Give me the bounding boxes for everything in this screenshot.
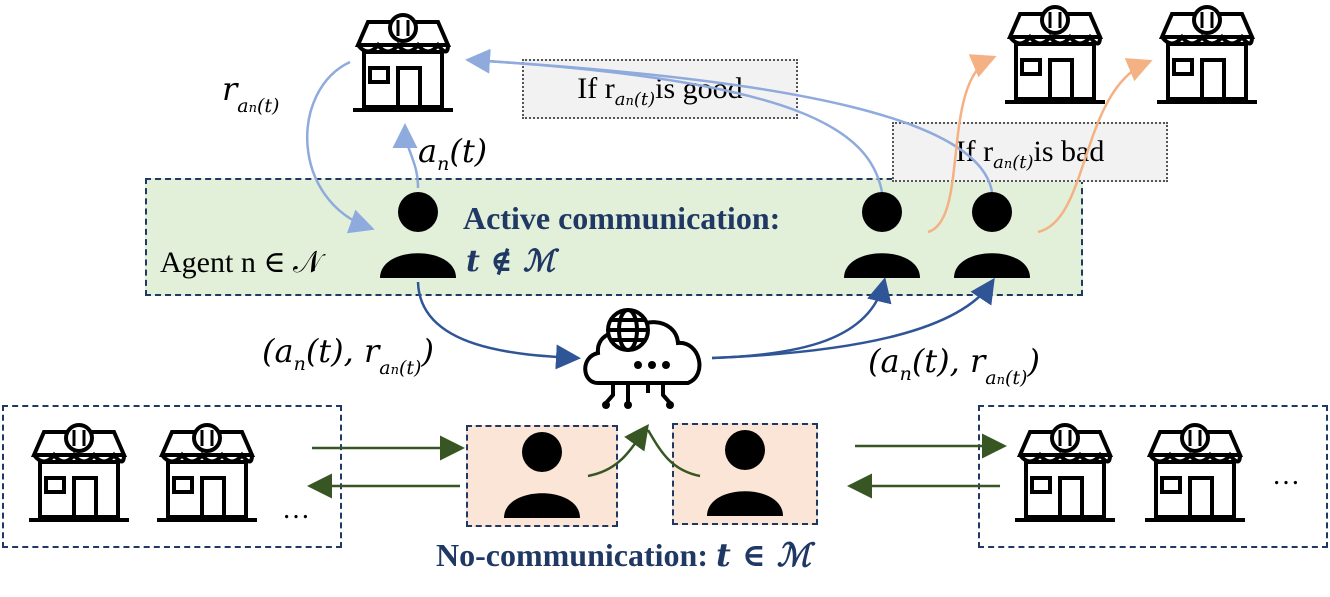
restaurant-icon xyxy=(1157,5,1257,104)
person-icon xyxy=(707,430,783,516)
pair-left-mid: (t), r xyxy=(305,332,380,370)
reward-label: ran(t) xyxy=(222,70,279,117)
action-arg: (t) xyxy=(449,132,488,170)
ellipsis-right: … xyxy=(1272,460,1300,491)
pair-left-sub-a: a xyxy=(379,357,391,379)
pair-right-mid: (t), r xyxy=(911,342,986,380)
pair-label-right: (an(t), ran(t)) xyxy=(868,342,1040,389)
reward-sub-n: n xyxy=(248,101,257,116)
share-arrow xyxy=(416,281,581,370)
restaurant-icon xyxy=(29,423,129,522)
restaurant-icon xyxy=(157,423,257,522)
person-icon xyxy=(380,192,456,278)
pair-left-sub-n: n xyxy=(293,353,306,375)
bad-sub-n: n xyxy=(1003,156,1013,172)
pair-right-sub-t: (t) xyxy=(1004,367,1028,389)
active-communication-condition: t ∉ ℳ xyxy=(466,244,556,279)
action-a: a xyxy=(418,132,438,170)
agent-label: Agent n ∈ 𝒩 xyxy=(160,246,322,279)
cloud-network-icon xyxy=(583,308,702,409)
restaurant-icon xyxy=(1145,423,1245,522)
action-label: an(t) xyxy=(418,132,488,175)
reward-r: r xyxy=(222,70,238,108)
explore-arrow-1 xyxy=(927,54,997,234)
restaurant-icon xyxy=(353,13,453,112)
pair-left-sub-t: (t) xyxy=(398,357,422,379)
person-icon xyxy=(504,432,580,518)
person-icon xyxy=(954,192,1030,278)
reward-arrow xyxy=(305,60,375,234)
pair-left-open: (a xyxy=(262,332,294,370)
active-communication-region xyxy=(145,178,1083,296)
nocomm-title-text: No-communication: xyxy=(436,537,716,573)
pair-right-close: ) xyxy=(1027,342,1040,380)
good-sub-t: (t) xyxy=(633,88,656,110)
restaurant-icon xyxy=(1015,423,1115,522)
active-communication-title: Active communication: xyxy=(463,200,781,236)
broadcast-arrow-1 xyxy=(711,277,892,360)
nocomm-condition: t ∈ ℳ xyxy=(715,536,811,574)
bad-sub-a: a xyxy=(993,151,1004,173)
good-sub-a: a xyxy=(614,88,626,110)
bad-sub-t: (t) xyxy=(1012,151,1034,173)
broadcast-arrow-2 xyxy=(711,277,995,360)
bad-return-arrow xyxy=(469,58,994,193)
ellipsis-left: … xyxy=(282,494,310,525)
reward-sub-a: a xyxy=(237,95,249,117)
pair-right-sub-n2: n xyxy=(996,373,1005,388)
pair-right-open: (a xyxy=(868,342,900,380)
explore-arrow-2 xyxy=(1037,58,1153,234)
action-arrow xyxy=(392,123,420,189)
pair-left-sub-n2: n xyxy=(390,363,399,378)
good-prefix: If r xyxy=(577,72,615,105)
pair-right-sub-a: a xyxy=(985,367,997,389)
nocomm-arrow-right xyxy=(646,429,701,478)
good-return-arrow xyxy=(465,48,884,193)
pair-right-sub-n: n xyxy=(899,363,912,385)
nocomm-title: No-communication: t ∈ ℳ xyxy=(436,536,811,574)
pair-label-left: (an(t), ran(t)) xyxy=(262,332,434,379)
restaurant-icon xyxy=(1005,5,1105,104)
action-sub-n: n xyxy=(437,153,450,175)
reward-sub-t: (t) xyxy=(257,95,280,117)
nocomm-arrow-left xyxy=(587,423,649,478)
person-icon xyxy=(844,192,920,278)
good-sub-n: n xyxy=(625,93,634,109)
pair-left-close: ) xyxy=(421,332,434,370)
